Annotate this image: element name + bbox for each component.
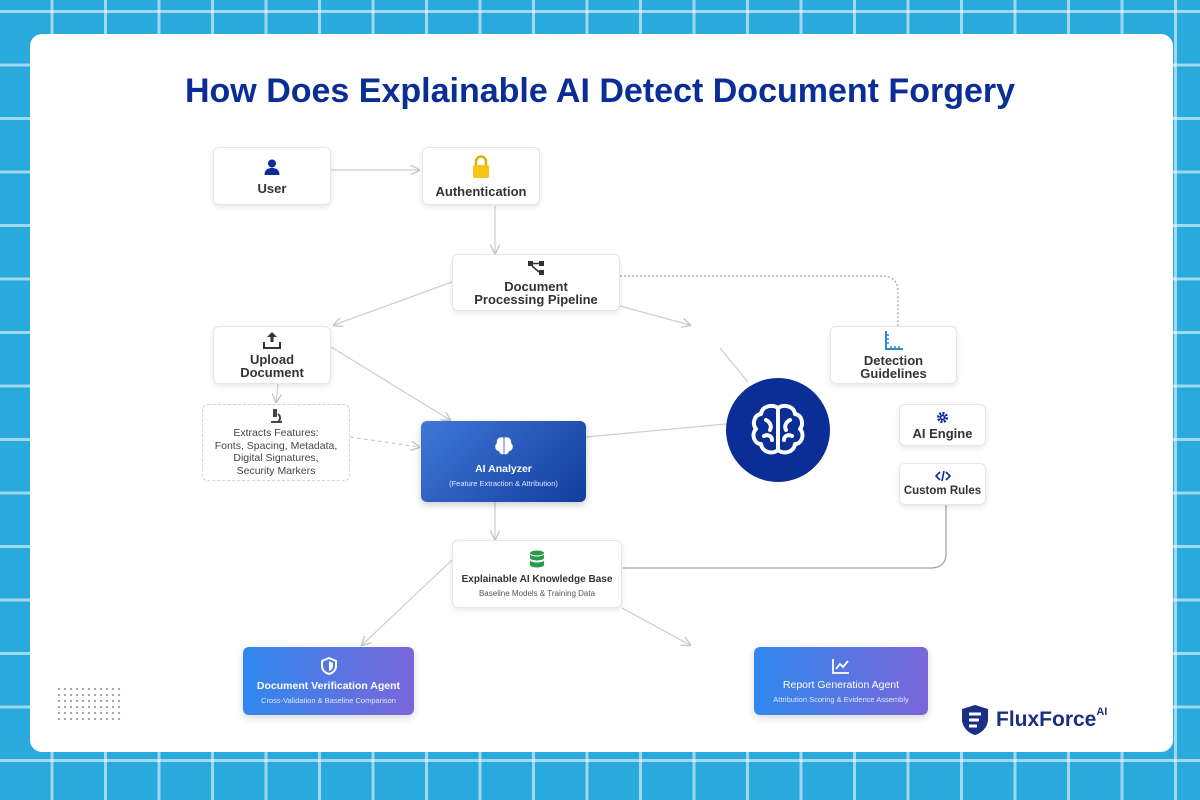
edge-upload-analyzer xyxy=(330,346,450,420)
edge-rules-knowledge xyxy=(623,504,947,569)
logo-shield-icon xyxy=(962,705,988,735)
features-line4: Security Markers xyxy=(236,464,316,477)
report-sub: Attribution Scoring & Evidence Assembly xyxy=(773,695,909,704)
edge-pipeline-brain xyxy=(619,305,690,325)
features-node: Extracts Features: Fonts, Spacing, Metad… xyxy=(202,404,350,481)
gear-icon xyxy=(936,411,949,424)
edge-upload-features xyxy=(276,383,278,402)
pipeline-node: Document Processing Pipeline xyxy=(452,254,620,311)
custom-rules-node: Custom Rules xyxy=(899,463,986,505)
user-label: User xyxy=(257,180,287,196)
ai-engine-label: AI Engine xyxy=(912,425,973,441)
custom-rules-label: Custom Rules xyxy=(903,485,982,497)
analyzer-node: AI Analyzer (Feature Extraction & Attrib… xyxy=(421,421,586,502)
authentication-label: Authentication xyxy=(435,183,527,199)
verification-node: Document Verification Agent Cross-Valida… xyxy=(243,647,414,715)
knowledge-node: Explainable AI Knowledge Base Baseline M… xyxy=(452,540,622,608)
database-icon xyxy=(529,550,545,568)
ruler-icon xyxy=(884,330,904,350)
verification-label: Document Verification Agent xyxy=(256,680,401,692)
pipeline-label-line2: Processing Pipeline xyxy=(474,291,598,307)
microscope-icon xyxy=(268,408,284,424)
brain-icon xyxy=(493,435,515,457)
upload-label-line1: Upload xyxy=(249,352,295,367)
edge-pipeline-detection xyxy=(620,275,899,326)
logo-suffix: AI xyxy=(1096,706,1108,718)
code-icon xyxy=(934,470,951,482)
detection-label-line1: Detection xyxy=(863,353,924,368)
pipeline-label-line1: Document xyxy=(504,278,568,294)
edge-features-analyzer xyxy=(349,436,419,447)
upload-label-line2: Document xyxy=(240,365,304,380)
features-line1: Extracts Features: xyxy=(233,427,319,439)
upload-icon xyxy=(263,331,281,349)
edge-pipeline-upload xyxy=(334,281,453,325)
edge-analyzer-brain xyxy=(585,423,727,438)
verification-sub: Cross-Validation & Baseline Comparison xyxy=(261,696,396,705)
features-line3: Digital Signatures, xyxy=(233,452,319,464)
edge-knowledge-report xyxy=(621,607,690,645)
brain-circle xyxy=(726,378,830,482)
page-title: How Does Explainable AI Detect Document … xyxy=(184,72,1016,110)
flow-icon xyxy=(527,260,545,276)
knowledge-label: Explainable AI Knowledge Base xyxy=(461,574,613,585)
user-icon xyxy=(263,158,281,176)
detection-node: Detection Guidelines xyxy=(830,326,957,384)
user-node: User xyxy=(213,147,331,205)
features-line2: Fonts, Spacing, Metadata, xyxy=(214,439,338,452)
upload-node: Upload Document xyxy=(213,326,331,384)
authentication-node: Authentication xyxy=(422,147,540,205)
chart-icon xyxy=(832,658,850,674)
edge-knowledge-verification xyxy=(362,559,453,645)
ai-engine-node: AI Engine xyxy=(899,404,986,446)
report-label: Report Generation Agent xyxy=(782,679,900,691)
edge-brain-stub xyxy=(719,347,749,383)
analyzer-sub: (Feature Extraction & Attribution) xyxy=(449,479,558,488)
brain-large-icon xyxy=(751,404,805,455)
knowledge-sub: Baseline Models & Training Data xyxy=(478,589,596,598)
analyzer-label: AI Analyzer xyxy=(475,463,532,475)
lock-icon xyxy=(471,154,491,179)
dot-pattern-decoration xyxy=(56,686,120,722)
report-node: Report Generation Agent Attribution Scor… xyxy=(754,647,928,715)
logo-name: FluxForce xyxy=(996,708,1097,731)
detection-label-line2: Guidelines xyxy=(860,366,927,381)
shield-icon xyxy=(320,657,337,675)
